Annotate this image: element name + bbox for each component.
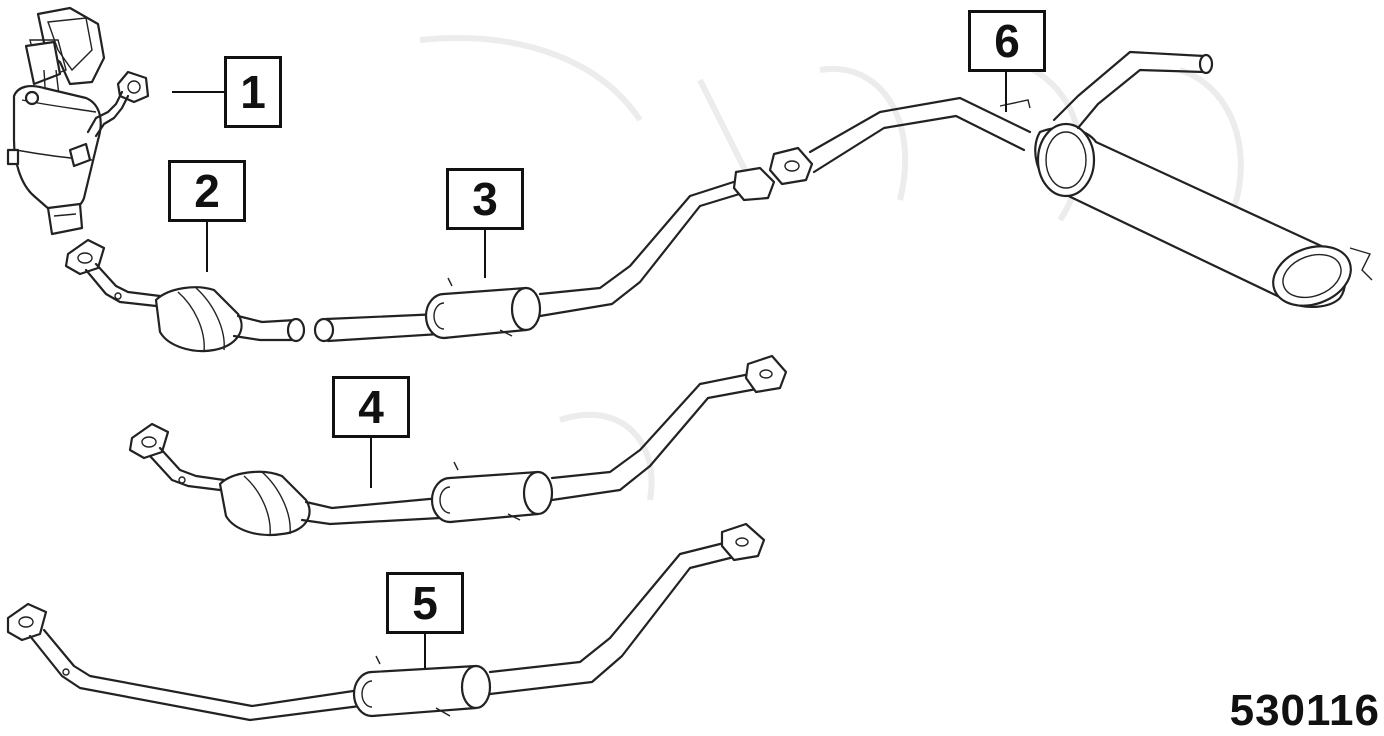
callout-4: 4 xyxy=(332,376,410,438)
callout-leader-lines xyxy=(172,70,1007,668)
diagram-reference-number: 530116 xyxy=(1229,686,1380,735)
callout-5: 5 xyxy=(386,572,464,634)
part-6-rear-muffler xyxy=(1034,50,1373,308)
callout-6: 6 xyxy=(968,10,1046,72)
callout-2: 2 xyxy=(168,160,246,222)
part-4-pipe-catalyst-muffler xyxy=(128,354,788,537)
part-3-center-pipe-muffler xyxy=(313,96,1032,343)
part-1-manifold-catalytic-converter xyxy=(6,6,150,236)
callout-1: 1 xyxy=(224,56,282,128)
part-2-front-pipe-catalyst xyxy=(64,238,306,353)
background-watermark xyxy=(419,35,1244,501)
part-5-front-pipe-muffler xyxy=(6,522,766,722)
callout-3: 3 xyxy=(446,168,524,230)
